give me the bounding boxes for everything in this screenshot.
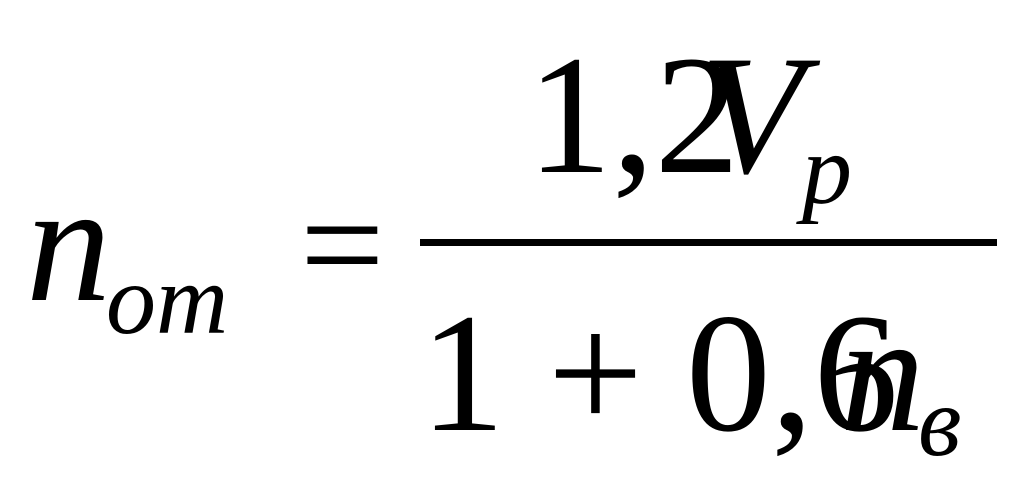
lhs-variable: n bbox=[26, 149, 111, 337]
numerator-variable: V bbox=[700, 21, 804, 209]
denominator-subscript: в bbox=[918, 366, 962, 477]
fraction-bar bbox=[420, 239, 997, 246]
denominator-expression: 1 + 0,6 bbox=[420, 279, 899, 467]
numerator-subscript: p bbox=[802, 114, 852, 225]
numerator-coefficient: 1,2 bbox=[527, 21, 740, 209]
equals-sign: = bbox=[300, 162, 385, 328]
denominator-variable: n bbox=[840, 279, 925, 467]
lhs-subscript: от bbox=[106, 244, 229, 355]
